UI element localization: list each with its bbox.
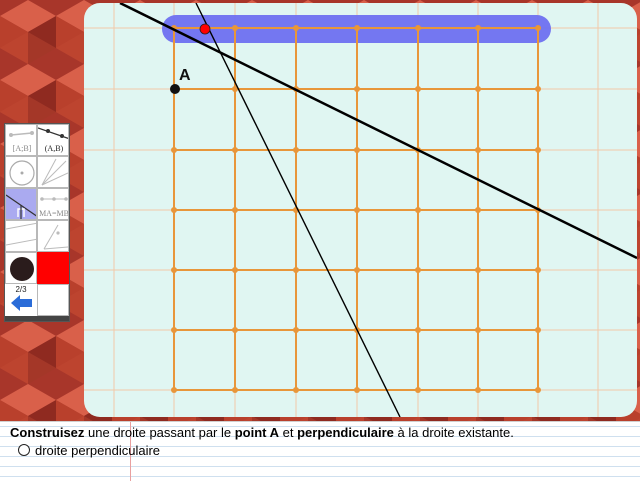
grid-node[interactable] bbox=[232, 147, 238, 153]
grid-node[interactable] bbox=[293, 25, 299, 31]
segment-tool[interactable]: [A;B] bbox=[5, 124, 37, 156]
grid-node[interactable] bbox=[171, 147, 177, 153]
instruction-segment: une droite passant par le bbox=[84, 425, 235, 440]
grid-node[interactable] bbox=[232, 267, 238, 273]
grid-node[interactable] bbox=[293, 387, 299, 393]
circle-tool[interactable] bbox=[5, 156, 37, 188]
midpoint-tool[interactable]: MA=MB bbox=[37, 188, 69, 220]
red-color-swatch[interactable] bbox=[37, 252, 69, 284]
red-point[interactable] bbox=[199, 23, 211, 35]
angle-tool[interactable] bbox=[37, 220, 69, 252]
instruction-panel: Construisez une droite passant par le po… bbox=[0, 421, 640, 481]
instruction-text: Construisez une droite passant par le po… bbox=[10, 425, 514, 440]
black-color-swatch[interactable] bbox=[5, 252, 37, 284]
grid-node[interactable] bbox=[415, 327, 421, 333]
radio-button[interactable] bbox=[18, 444, 30, 456]
answer-option-label: droite perpendiculaire bbox=[35, 443, 161, 458]
grid-node[interactable] bbox=[293, 147, 299, 153]
grid-node[interactable] bbox=[415, 86, 421, 92]
grid-node[interactable] bbox=[415, 387, 421, 393]
grid-node[interactable] bbox=[535, 387, 541, 393]
grid-node[interactable] bbox=[475, 25, 481, 31]
grid-node[interactable] bbox=[354, 267, 360, 273]
grid-node[interactable] bbox=[232, 25, 238, 31]
grid-node[interactable] bbox=[354, 387, 360, 393]
grid-node[interactable] bbox=[354, 147, 360, 153]
segment-tool-label: [A;B] bbox=[12, 144, 32, 153]
grid-node[interactable] bbox=[535, 267, 541, 273]
back-arrow-icon[interactable] bbox=[10, 294, 34, 312]
midpoint-tool-label: MA=MB bbox=[39, 209, 69, 218]
grid-node[interactable] bbox=[354, 25, 360, 31]
grid-node[interactable] bbox=[475, 327, 481, 333]
grid-node[interactable] bbox=[354, 86, 360, 92]
instruction-point-a: point A bbox=[234, 425, 280, 440]
instruction-perpendicular: perpendiculaire bbox=[297, 425, 394, 440]
grid-node[interactable] bbox=[232, 387, 238, 393]
white-color-swatch[interactable] bbox=[37, 284, 69, 316]
toolbar-footer bbox=[5, 316, 69, 321]
answer-option[interactable]: droite perpendiculaire bbox=[18, 443, 160, 458]
grid-node[interactable] bbox=[354, 207, 360, 213]
grid-node[interactable] bbox=[475, 207, 481, 213]
grid-node[interactable] bbox=[475, 387, 481, 393]
page-indicator: 2/3 bbox=[15, 285, 27, 294]
geometry-canvas[interactable]: A bbox=[84, 3, 637, 417]
instruction-segment: à la droite existante. bbox=[393, 425, 514, 440]
grid-node[interactable] bbox=[475, 267, 481, 273]
line-tool-label: (A,B) bbox=[44, 144, 64, 153]
grid-node[interactable] bbox=[415, 25, 421, 31]
notebook-margin-line bbox=[130, 422, 131, 481]
grid-node[interactable] bbox=[475, 86, 481, 92]
thin-line[interactable] bbox=[195, 3, 401, 417]
instruction-segment: et bbox=[279, 425, 298, 440]
point-a-label: A bbox=[179, 67, 191, 84]
instruction-verb: Construisez bbox=[10, 425, 85, 440]
grid-node[interactable] bbox=[293, 327, 299, 333]
grid-node[interactable] bbox=[535, 86, 541, 92]
ray-tool[interactable] bbox=[37, 156, 69, 188]
tool-palette: [A;B] (A,B) MA=MB 2/3 bbox=[4, 123, 70, 322]
existing-line[interactable] bbox=[119, 3, 637, 260]
grid-node[interactable] bbox=[535, 327, 541, 333]
grid-node[interactable] bbox=[535, 25, 541, 31]
grid-node[interactable] bbox=[535, 147, 541, 153]
grid-node[interactable] bbox=[171, 327, 177, 333]
grid-node[interactable] bbox=[475, 147, 481, 153]
grid-node[interactable] bbox=[232, 86, 238, 92]
grid-node[interactable] bbox=[415, 207, 421, 213]
parallel-tool[interactable] bbox=[5, 220, 37, 252]
grid-node[interactable] bbox=[415, 267, 421, 273]
perpendicular-tool[interactable] bbox=[5, 188, 37, 220]
grid-node[interactable] bbox=[171, 267, 177, 273]
grid-node[interactable] bbox=[232, 327, 238, 333]
line-tool[interactable]: (A,B) bbox=[37, 124, 69, 156]
grid-node[interactable] bbox=[171, 207, 177, 213]
grid-node[interactable] bbox=[293, 267, 299, 273]
point-a[interactable] bbox=[170, 84, 180, 94]
grid-node[interactable] bbox=[171, 387, 177, 393]
grid-node[interactable] bbox=[232, 207, 238, 213]
